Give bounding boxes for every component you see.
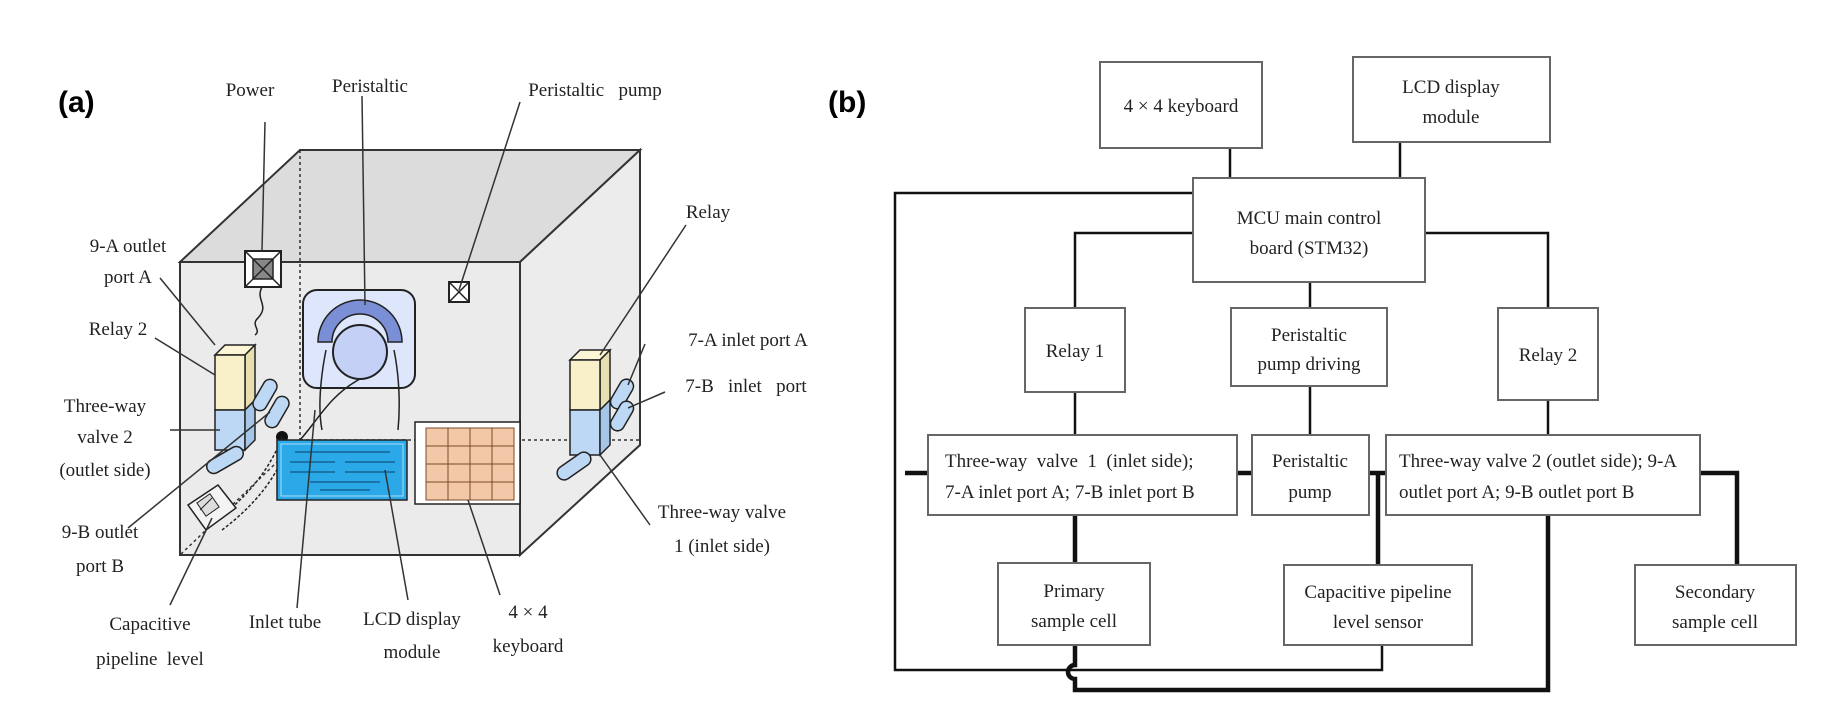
label-three-way-1-b: 1 (inlet side) <box>674 536 770 557</box>
label-keyboard-b: keyboard <box>493 636 564 657</box>
power-switch-icon <box>244 250 282 336</box>
box-pump-label-a: Peristaltic <box>1272 451 1348 472</box>
indicator-icon <box>448 281 470 303</box>
box-mcu: MCU main control board (STM32) <box>1192 177 1426 283</box>
box-pump-label-b: pump <box>1288 482 1331 503</box>
box-lcd-module: LCD display module <box>1352 56 1551 143</box>
box-three-way-valve-2: Three-way valve 2 (outlet side); 9-A out… <box>1385 434 1701 516</box>
box-sensor-label-b: level sensor <box>1333 612 1424 633</box>
box-relay-2: Relay 2 <box>1497 307 1599 401</box>
label-keyboard-a: 4 × 4 <box>508 602 548 623</box>
label-lcd-a: LCD display <box>363 609 461 630</box>
label-relay: Relay <box>686 202 731 223</box>
label-9a-port: port A <box>104 267 152 288</box>
box-secondary-label-a: Secondary <box>1675 582 1756 603</box>
box-primary-label-a: Primary <box>1043 581 1105 602</box>
panel-a: (a) <box>58 76 808 670</box>
box-pump-driving-label-b: pump driving <box>1258 354 1361 375</box>
box-valve-2-label-b: outlet port A; 9-B outlet port B <box>1399 482 1634 503</box>
box-valve-1-label-a: Three-way valve 1 (inlet side); <box>945 451 1193 472</box>
label-7b-inlet: 7-B inlet port <box>685 376 807 397</box>
three-way-valve-1-drawing <box>556 378 635 481</box>
label-7a-inlet: 7-A inlet port A <box>688 330 808 351</box>
box-valve-1-label-b: 7-A inlet port A; 7-B inlet port B <box>945 482 1195 503</box>
box-peristaltic-pump: Peristaltic pump <box>1251 434 1370 516</box>
box-secondary-sample-cell: Secondary sample cell <box>1634 564 1797 646</box>
box-capacitive-sensor: Capacitive pipeline level sensor <box>1283 564 1473 646</box>
box-keyboard-label: 4 × 4 keyboard <box>1124 96 1239 117</box>
keyboard-drawing <box>414 421 521 505</box>
box-pump-driving-label-a: Peristaltic <box>1271 325 1347 346</box>
box-keyboard: 4 × 4 keyboard <box>1099 61 1263 149</box>
box-lcd-label-a: LCD display <box>1402 77 1500 98</box>
box-pump-driving: Peristaltic pump driving <box>1230 307 1388 387</box>
box-mcu-label-a: MCU main control <box>1237 208 1382 229</box>
box-primary-label-b: sample cell <box>1031 611 1117 632</box>
label-peristaltic-pump: Peristaltic pump <box>528 80 662 101</box>
label-9b-port: port B <box>76 556 124 577</box>
relay-drawing <box>568 348 612 412</box>
label-capacitive-b: pipeline level <box>96 649 204 670</box>
peristaltic-pump-drawing <box>299 289 416 441</box>
panel-b-tag: (b) <box>828 86 866 119</box>
relay-2-drawing <box>213 343 257 412</box>
box-valve-2-label-a: Three-way valve 2 (outlet side); 9-A <box>1399 451 1677 472</box>
label-three-way-2-b: valve 2 <box>77 427 132 448</box>
label-three-way-2-a: Three-way <box>64 396 147 417</box>
label-lcd-b: module <box>384 642 441 663</box>
box-relay-1: Relay 1 <box>1024 307 1126 393</box>
label-9b-outlet: 9-B outlet <box>62 522 139 543</box>
box-secondary-label-b: sample cell <box>1672 612 1758 633</box>
panel-a-tag: (a) <box>58 86 95 119</box>
box-mcu-label-b: board (STM32) <box>1250 238 1369 259</box>
label-power: Power <box>226 80 275 101</box>
label-three-way-1-a: Three-way valve <box>658 502 786 523</box>
box-relay-1-label: Relay 1 <box>1046 341 1105 362</box>
label-three-way-2-c: (outlet side) <box>59 460 150 481</box>
label-peristaltic: Peristaltic <box>332 76 408 97</box>
box-three-way-valve-1: Three-way valve 1 (inlet side); 7-A inle… <box>927 434 1238 516</box>
lcd-display-drawing <box>276 439 408 501</box>
label-capacitive-a: Capacitive <box>109 614 190 635</box>
box-primary-sample-cell: Primary sample cell <box>997 562 1151 646</box>
connection-lines <box>893 142 1740 693</box>
panel-b: (b) 4 × 4 key <box>828 56 1797 693</box>
box-lcd-label-b: module <box>1423 107 1480 128</box>
label-relay-2: Relay 2 <box>89 319 148 340</box>
label-inlet-tube: Inlet tube <box>249 612 321 633</box>
label-9a-outlet: 9-A outlet <box>90 236 167 257</box>
box-sensor-label-a: Capacitive pipeline <box>1304 582 1451 603</box>
leader-lines <box>127 95 687 609</box>
panel-a-labels: Power Peristaltic Peristaltic pump Relay… <box>59 76 808 670</box>
box-relay-2-label: Relay 2 <box>1519 345 1578 366</box>
